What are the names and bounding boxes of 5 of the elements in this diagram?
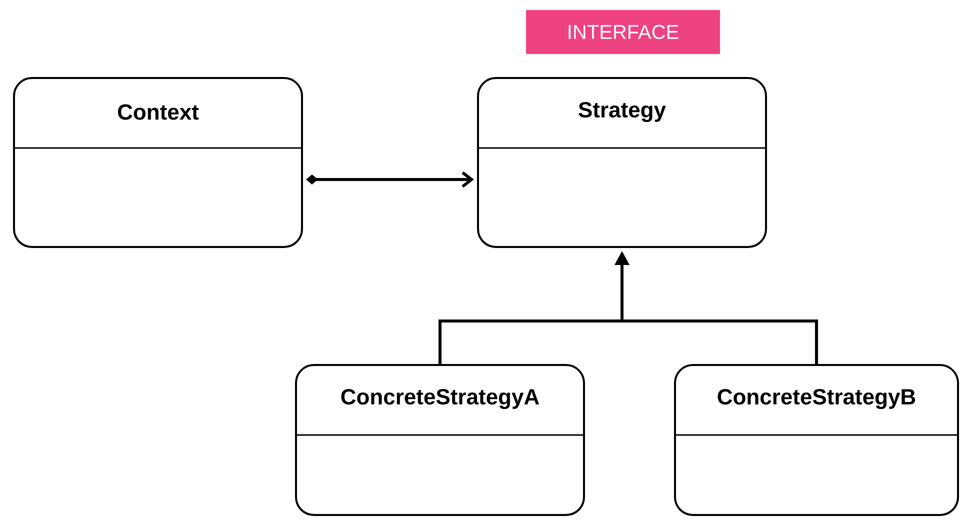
class-box: Context bbox=[13, 77, 303, 248]
class-box: ConcreteStrategyA bbox=[295, 364, 585, 516]
class-box: ConcreteStrategyB bbox=[674, 364, 959, 516]
interface-badge: INTERFACE bbox=[526, 10, 720, 54]
class-box: Strategy bbox=[477, 77, 767, 248]
